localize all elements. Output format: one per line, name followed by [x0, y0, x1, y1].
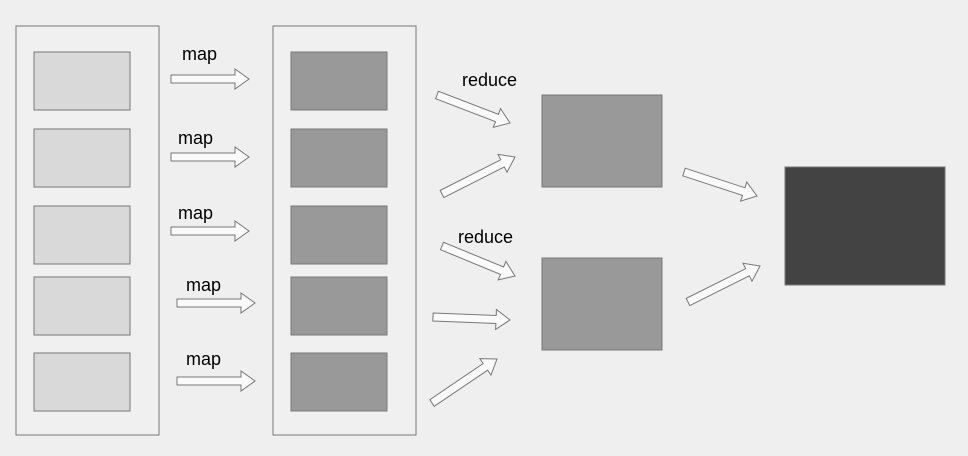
- input-box: [33, 51, 131, 111]
- reduced-box: [541, 257, 663, 351]
- mapped-box: [290, 205, 388, 265]
- arrow-icon: [176, 292, 256, 314]
- input-box: [33, 205, 131, 265]
- output-box: [784, 166, 946, 286]
- mapped-box: [290, 128, 388, 188]
- input-box: [33, 352, 131, 412]
- arrows-group: [170, 68, 761, 407]
- mapped-box: [290, 51, 388, 111]
- arrow-icon: [434, 90, 511, 129]
- arrow-icon: [176, 370, 256, 392]
- arrow-icon: [432, 308, 511, 331]
- map-label: map: [186, 275, 221, 295]
- mapped-box: [290, 352, 388, 412]
- input-box: [33, 128, 131, 188]
- arrow-icon: [429, 358, 498, 407]
- arrow-icon: [170, 68, 250, 90]
- arrow-icon: [439, 241, 516, 281]
- map-label: map: [182, 44, 217, 64]
- map-label: map: [178, 128, 213, 148]
- arrow-icon: [170, 220, 250, 242]
- reduce-label: reduce: [458, 227, 513, 247]
- arrow-icon: [685, 262, 761, 307]
- arrow-icon: [170, 146, 250, 168]
- mapped-box: [290, 276, 388, 336]
- arrow-icon: [682, 167, 758, 202]
- map-label: map: [186, 349, 221, 369]
- reduced-box: [541, 94, 663, 188]
- map-label: map: [178, 203, 213, 223]
- reduce-label: reduce: [462, 70, 517, 90]
- input-box: [33, 276, 131, 336]
- arrow-icon: [439, 153, 516, 199]
